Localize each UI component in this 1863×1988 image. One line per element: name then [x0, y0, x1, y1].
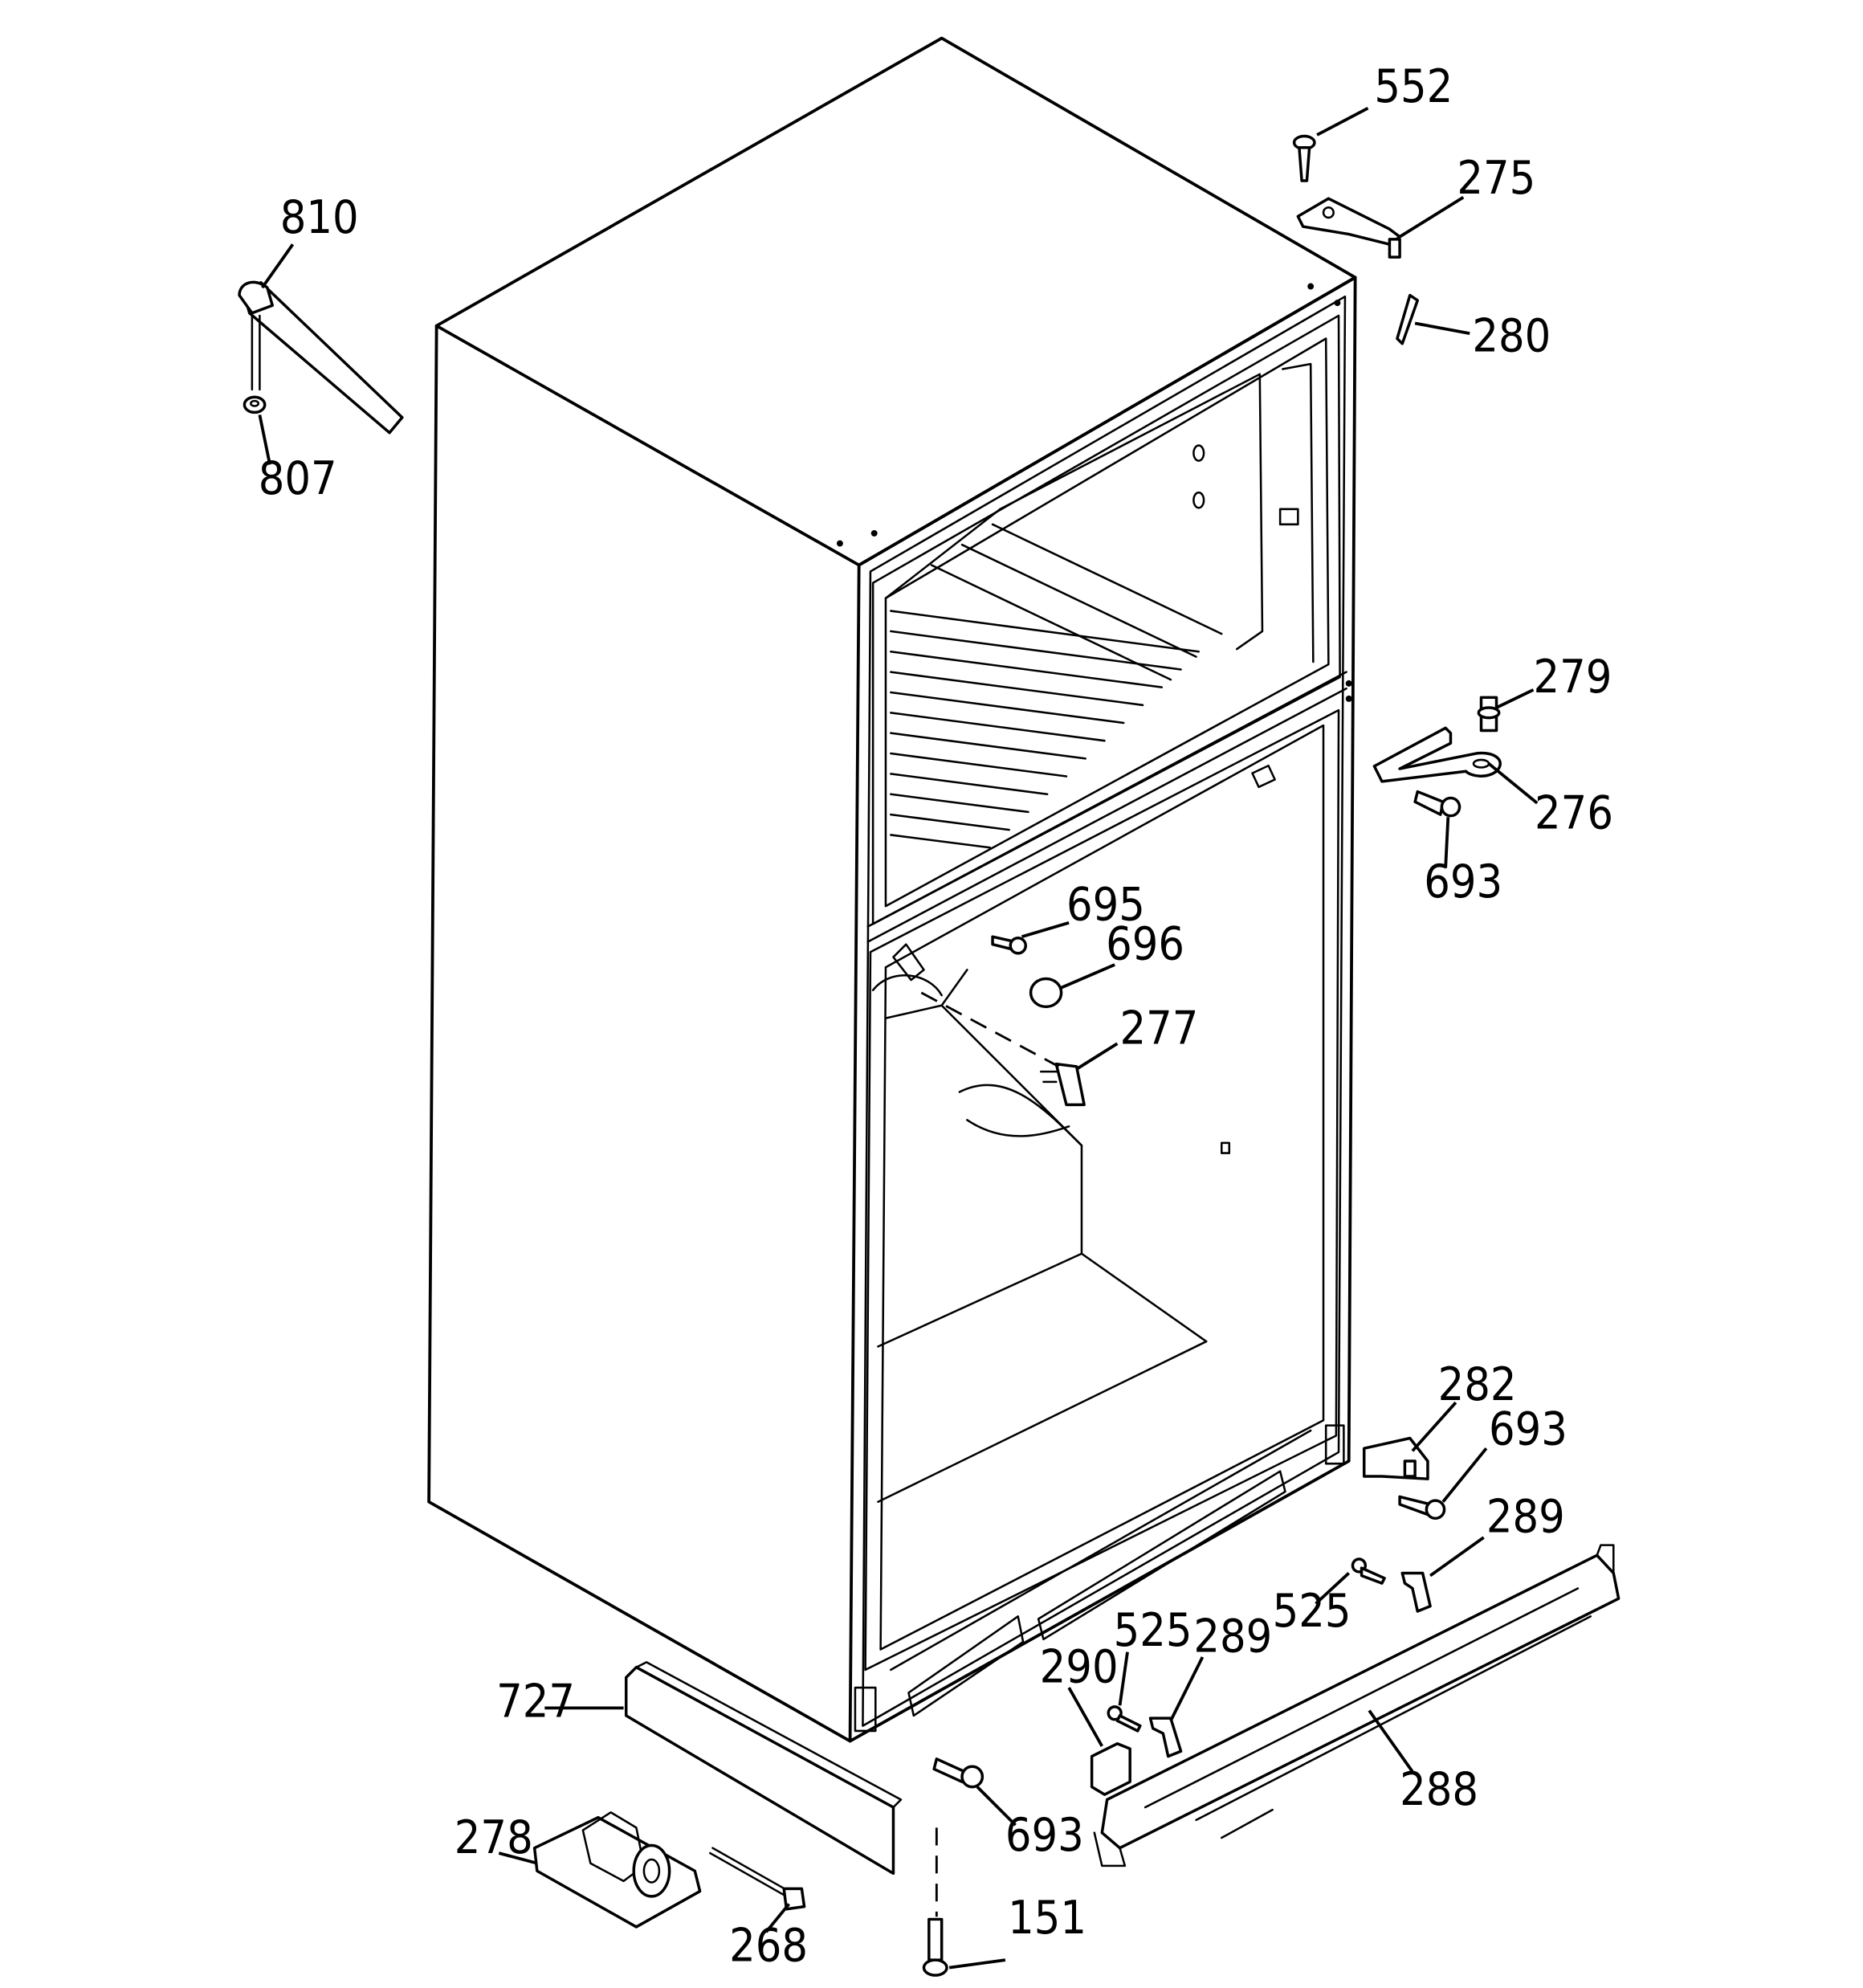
callout-277: 277 [1120, 1002, 1199, 1055]
callout-151: 151 [1008, 1892, 1086, 1945]
callout-275: 275 [1457, 152, 1535, 205]
part-277-door-stop [1040, 1062, 1086, 1107]
callout-552: 552 [1374, 60, 1453, 113]
cabinet-body [427, 36, 1357, 1743]
callout-labels: 552 275 280 810 807 279 276 693 695 696 … [259, 60, 1613, 1973]
part-693-screw-c [932, 1757, 984, 1789]
leader-lines [258, 106, 1539, 1970]
part-275-top-hinge [1296, 197, 1401, 259]
part-151-screw [922, 1917, 948, 1977]
callout-290: 290 [1040, 1641, 1119, 1694]
callout-525-b: 525 [1114, 1604, 1192, 1657]
freezer-floor-ribs [890, 523, 1223, 849]
part-290-block [1090, 1742, 1131, 1796]
callout-279: 279 [1533, 651, 1612, 704]
callout-276: 276 [1535, 787, 1613, 840]
callout-807: 807 [259, 452, 337, 505]
part-695-screw [991, 935, 1027, 955]
part-727-bracket [624, 1661, 903, 1876]
part-276-center-hinge [1372, 726, 1502, 783]
callout-289-a: 289 [1486, 1491, 1565, 1544]
part-278-roller-assembly [532, 1811, 702, 1929]
part-807-nut [243, 395, 267, 414]
callout-282: 282 [1438, 1358, 1517, 1411]
part-525-screw-b [1107, 1705, 1142, 1733]
part-279-hinge-pin [1477, 696, 1501, 733]
part-696-cap [1029, 977, 1063, 1009]
part-552-screw [1292, 134, 1316, 182]
callout-289-b: 289 [1193, 1610, 1272, 1663]
callout-727: 727 [496, 1676, 575, 1729]
callout-525-a: 525 [1273, 1585, 1351, 1638]
callout-693-a: 693 [1424, 855, 1502, 908]
callout-280: 280 [1472, 309, 1551, 362]
callout-693-c: 693 [1005, 1809, 1084, 1862]
callout-693-b: 693 [1489, 1402, 1567, 1455]
callout-695: 695 [1066, 879, 1145, 932]
callout-268: 268 [729, 1920, 808, 1973]
callout-288: 288 [1400, 1763, 1478, 1816]
part-810-tube [238, 280, 404, 435]
part-693-screw-a [1413, 790, 1461, 818]
part-289-clip-a [1400, 1571, 1432, 1613]
part-525-screw-a [1351, 1557, 1386, 1585]
callout-696: 696 [1106, 918, 1184, 971]
part-268-leveling-rod [709, 1847, 806, 1911]
part-282-bottom-hinge [1362, 1436, 1429, 1480]
part-280-shim [1396, 293, 1420, 345]
callout-278: 278 [455, 1811, 533, 1864]
part-693-screw-b [1398, 1495, 1446, 1521]
part-289-clip-b [1148, 1717, 1183, 1758]
callout-810: 810 [280, 191, 359, 244]
part-288-toe-grille [1093, 1544, 1620, 1868]
